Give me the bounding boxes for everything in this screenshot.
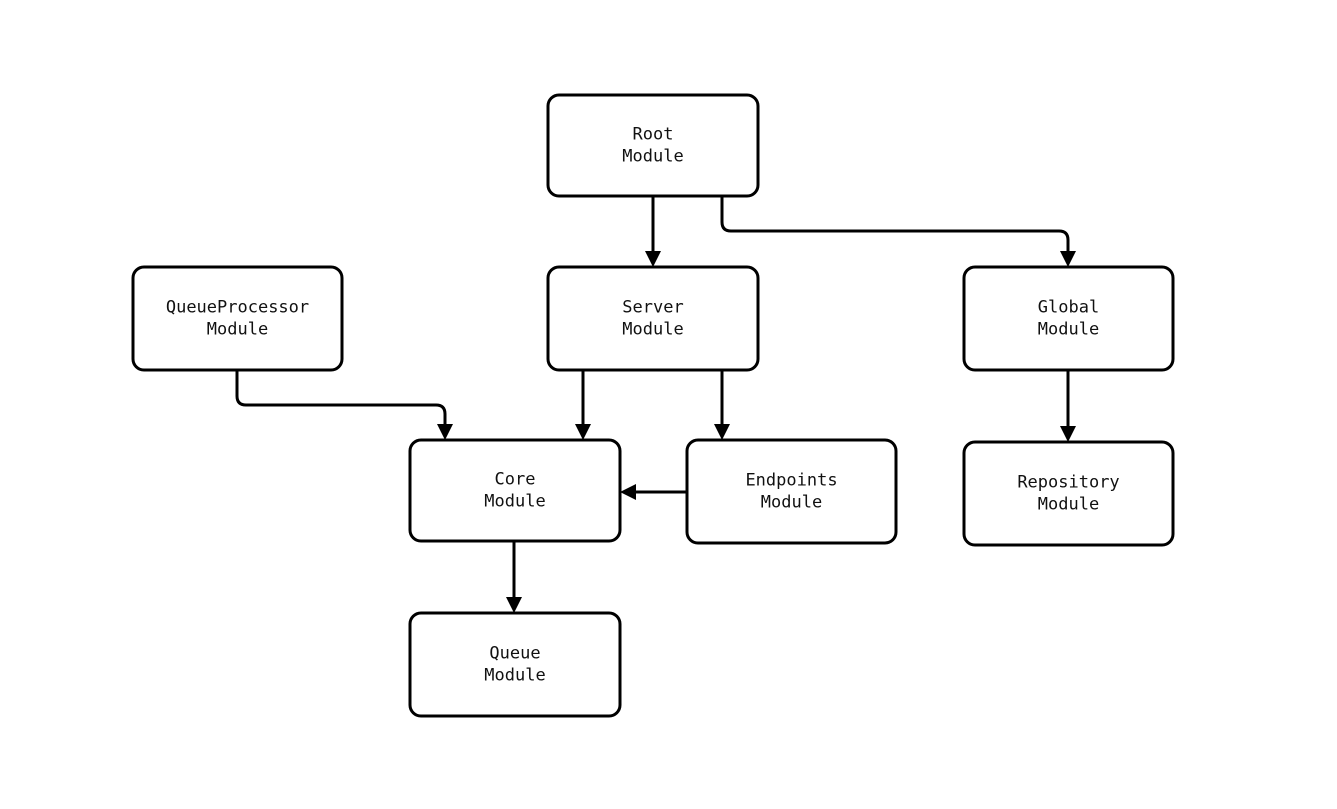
node-label-line1: Queue — [489, 644, 540, 664]
edge-root-to-server — [645, 196, 661, 267]
node-label-line2: Module — [622, 147, 683, 167]
node-label-line2: Module — [207, 320, 268, 340]
arrowhead-icon — [645, 251, 661, 267]
arrowhead-icon — [1060, 426, 1076, 442]
edge-global-to-repository — [1060, 370, 1076, 442]
arrowhead-icon — [620, 484, 636, 500]
arrowhead-icon — [714, 424, 730, 440]
edge-server-to-endpoints — [714, 370, 730, 440]
node-label-line2: Module — [761, 493, 822, 513]
node-label-line2: Module — [1038, 495, 1099, 515]
node-label-line1: Endpoints — [745, 471, 837, 491]
node-label-line1: Server — [622, 298, 683, 318]
edges-layer — [235, 196, 1076, 613]
node-label-line1: QueueProcessor — [166, 298, 309, 318]
node-label-line1: Core — [495, 470, 536, 490]
arrowhead-icon — [506, 597, 522, 613]
node-label-line1: Repository — [1017, 473, 1119, 493]
node-box[interactable] — [962, 265, 1175, 372]
node-label-line2: Module — [622, 320, 683, 340]
edge-server-to-core — [575, 370, 591, 440]
node-label-line2: Module — [484, 666, 545, 686]
node-box[interactable] — [685, 438, 898, 545]
edge-line — [235, 370, 447, 425]
edge-root-to-global — [720, 196, 1076, 267]
node-box[interactable] — [962, 440, 1175, 547]
edge-queueprocessor-to-core — [235, 370, 453, 440]
arrowhead-icon — [1060, 251, 1076, 267]
node-box[interactable] — [546, 93, 760, 198]
node-label-line1: Global — [1038, 298, 1099, 318]
edge-line — [720, 196, 1070, 252]
node-label-line2: Module — [1038, 320, 1099, 340]
edge-endpoints-to-core — [620, 484, 687, 500]
node-label-line2: Module — [484, 492, 545, 512]
arrowhead-icon — [437, 424, 453, 440]
node-box[interactable] — [408, 611, 622, 718]
node-label-line1: Root — [633, 125, 674, 145]
node-box[interactable] — [131, 265, 344, 372]
node-box[interactable] — [546, 265, 760, 372]
edge-core-to-queue — [506, 541, 522, 613]
node-box[interactable] — [408, 438, 622, 543]
arrowhead-icon — [575, 424, 591, 440]
